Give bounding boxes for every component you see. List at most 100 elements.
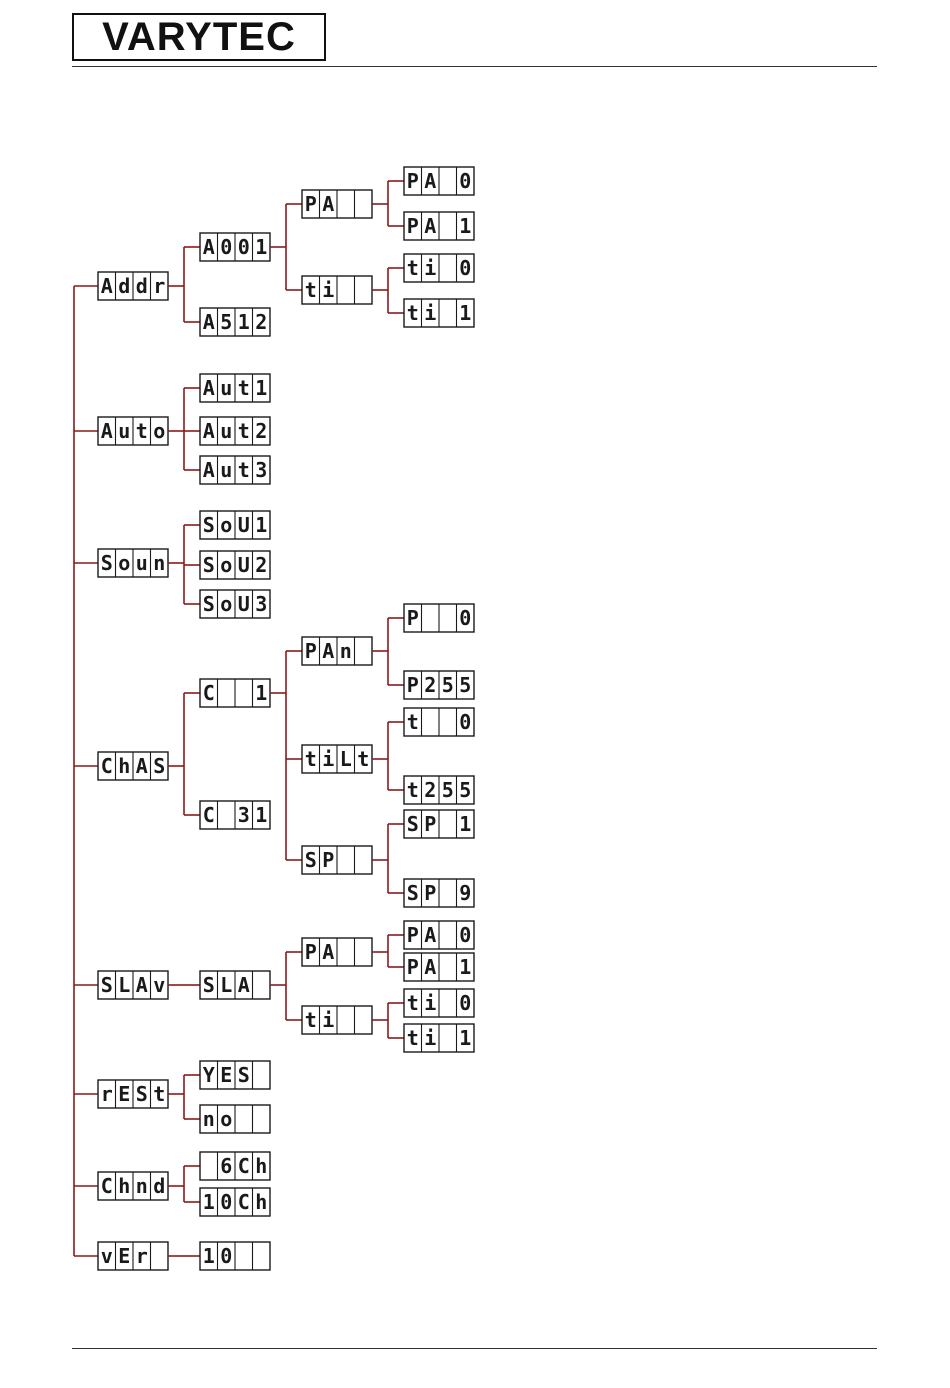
segment-digit: h xyxy=(118,1174,130,1198)
segment-digit: t xyxy=(238,376,250,400)
segment-digit: 1 xyxy=(255,681,267,705)
segment-digit: S xyxy=(203,513,215,537)
segment-digit: 0 xyxy=(238,235,250,259)
value-box: PA0 xyxy=(404,167,474,195)
segment-digit: t xyxy=(238,419,250,443)
segment-digit: o xyxy=(118,551,130,575)
menu-addr-box: Addr xyxy=(98,272,168,300)
segment-digit: P xyxy=(305,192,317,216)
segment-digit: P xyxy=(305,940,317,964)
segment-digit: S xyxy=(153,754,165,778)
value-box: SP9 xyxy=(404,879,474,907)
segment-digit: 2 xyxy=(255,553,267,577)
segment-digit: 5 xyxy=(442,673,454,697)
segment-digit: 2 xyxy=(255,310,267,334)
value-box: P255 xyxy=(404,671,474,699)
segment-digit: A xyxy=(101,419,113,443)
parameter-box: PA xyxy=(302,190,372,218)
segment-digit: u xyxy=(118,419,130,443)
segment-digit: A xyxy=(424,923,436,947)
segment-digit: 1 xyxy=(459,1026,471,1050)
segment-digit: u xyxy=(220,458,232,482)
segment-digit: P xyxy=(407,955,419,979)
segment-digit: h xyxy=(118,754,130,778)
segment-digit: C xyxy=(203,803,215,827)
segment-digit: 0 xyxy=(220,1244,232,1268)
segment-digit: P xyxy=(407,606,419,630)
segment-digit: A xyxy=(203,235,215,259)
segment-digit: 3 xyxy=(255,592,267,616)
segment-digit: t xyxy=(407,301,419,325)
segment-digit: t xyxy=(407,1026,419,1050)
segment-digit: L xyxy=(118,973,130,997)
segment-digit: C xyxy=(203,681,215,705)
segment-digit: 0 xyxy=(459,169,471,193)
segment-digit: u xyxy=(136,551,148,575)
segment-digit: U xyxy=(238,592,250,616)
segment-digit: i xyxy=(322,1008,334,1032)
segment-digit: n xyxy=(153,551,165,575)
segment-digit: t xyxy=(136,419,148,443)
segment-digit: n xyxy=(203,1107,215,1131)
segment-digit: A xyxy=(136,754,148,778)
segment-digit: 0 xyxy=(220,1190,232,1214)
segment-digit: C xyxy=(101,1174,113,1198)
segment-digit: i xyxy=(424,991,436,1015)
segment-digit: Y xyxy=(203,1063,215,1087)
segment-digit: S xyxy=(203,973,215,997)
segment-digit: A xyxy=(322,192,334,216)
segment-digit: 2 xyxy=(424,673,436,697)
segment-digit: 0 xyxy=(220,235,232,259)
segment-digit: 0 xyxy=(459,606,471,630)
segment-digit: A xyxy=(322,940,334,964)
segment-digit: 1 xyxy=(459,955,471,979)
segment-digit: A xyxy=(203,419,215,443)
segment-digit: S xyxy=(407,881,419,905)
segment-digit: 2 xyxy=(255,419,267,443)
segment-digit: C xyxy=(238,1154,250,1178)
segment-digit: 3 xyxy=(238,803,250,827)
segment-digit: 0 xyxy=(459,923,471,947)
segment-digit: i xyxy=(424,1026,436,1050)
submenu-option-box: Aut3 xyxy=(200,456,270,484)
segment-digit: P xyxy=(322,848,334,872)
segment-digit: 1 xyxy=(255,376,267,400)
segment-digit: 5 xyxy=(220,310,232,334)
segment-digit: 1 xyxy=(255,235,267,259)
segment-digit: n xyxy=(136,1174,148,1198)
segment-digit: d xyxy=(153,1174,165,1198)
menu-slav-box: SLAv xyxy=(98,971,168,999)
segment-digit: t xyxy=(407,710,419,734)
segment-digit: t xyxy=(305,278,317,302)
submenu-option-box: no xyxy=(200,1105,270,1133)
segment-digit: 1 xyxy=(459,214,471,238)
parameter-box: PA xyxy=(302,938,372,966)
segment-digit: C xyxy=(238,1190,250,1214)
parameter-box: tiLt xyxy=(302,745,372,773)
segment-digit: r xyxy=(136,1244,148,1268)
submenu-option-box: 10 xyxy=(200,1242,270,1270)
value-box: ti1 xyxy=(404,299,474,327)
segment-digit: S xyxy=(203,553,215,577)
segment-digit: 1 xyxy=(459,812,471,836)
segment-digit: C xyxy=(101,754,113,778)
segment-digit: S xyxy=(407,812,419,836)
segment-digit: 5 xyxy=(459,778,471,802)
segment-digit: U xyxy=(238,553,250,577)
segment-digit: P xyxy=(424,812,436,836)
segment-digit: P xyxy=(424,881,436,905)
